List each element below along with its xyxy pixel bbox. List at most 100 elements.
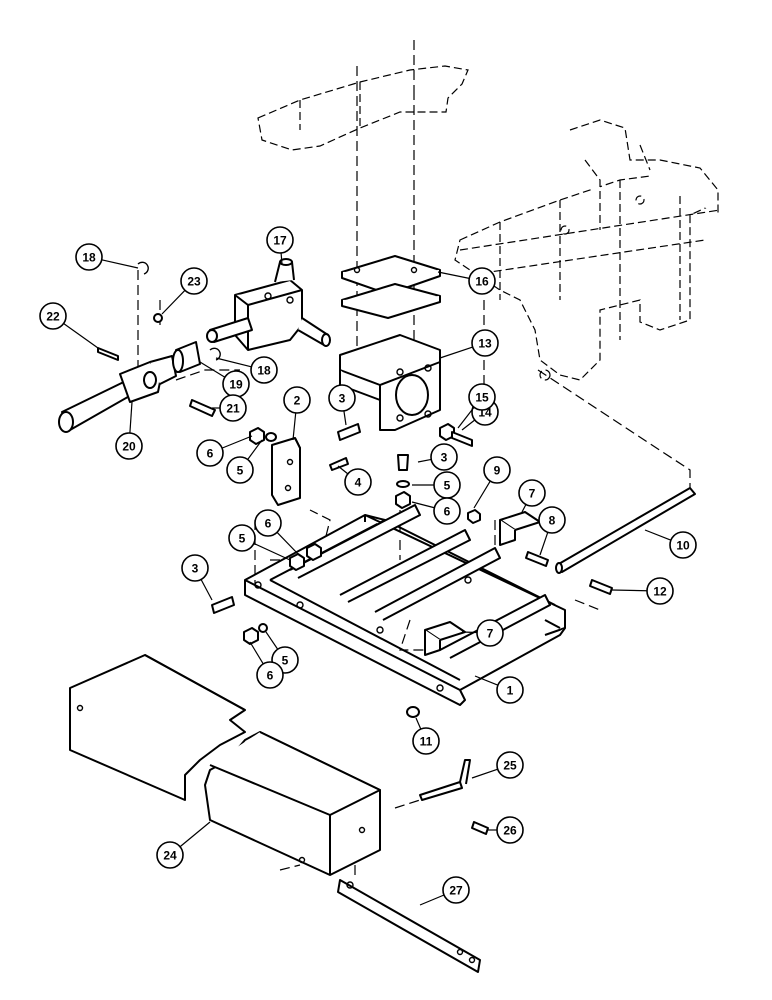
callout-number-c22: 22: [46, 310, 60, 324]
callout-number-c8: 8: [549, 514, 556, 528]
callout-circle-c6c: [254, 509, 282, 537]
callout-circle-c7b: [476, 619, 504, 647]
long-rod: [555, 487, 696, 574]
fastener-set-bracket: [249, 423, 481, 524]
callout-number-c27: 27: [449, 884, 463, 898]
fastener-set-frame: [211, 543, 420, 718]
rod-25: [419, 759, 471, 801]
callout-circle-c11: [412, 727, 440, 755]
callout-circle-c4: [344, 468, 372, 496]
callout-leader-c8: [539, 532, 549, 556]
mount-bracket: [339, 334, 441, 431]
callout-number-c4: 4: [355, 476, 362, 490]
plate-pair: [341, 255, 441, 319]
callout-circle-c1: [496, 676, 524, 704]
callout-circle-c9: [483, 456, 511, 484]
callout-leader-c4: [337, 465, 349, 475]
callout-number-c7b: 7: [487, 627, 494, 641]
callout-number-c17: 17: [273, 234, 287, 248]
callout-circle-c27: [442, 876, 470, 904]
callout-circle-c12: [646, 577, 674, 605]
callout-circle-c7a: [518, 479, 546, 507]
callout-circle-c5c: [228, 524, 256, 552]
callout-leader-c3c: [200, 579, 213, 601]
callout-number-c5b: 5: [444, 479, 451, 493]
callout-circle-c5a: [226, 456, 254, 484]
callout-leader-c24: [179, 821, 211, 848]
callout-leader-c9: [473, 480, 491, 509]
callout-circle-c26: [496, 816, 524, 844]
callout-circle-c23: [180, 267, 208, 295]
gearbox: [206, 258, 331, 351]
callout-circle-c18a: [75, 243, 103, 271]
callout-number-c5d: 5: [282, 654, 289, 668]
callout-leader-c6d: [249, 641, 264, 665]
callout-leader-c27: [419, 894, 445, 906]
callout-leader-c1: [474, 675, 499, 686]
callout-number-c3b: 3: [441, 451, 448, 465]
callout-circle-c6d: [256, 661, 284, 689]
callout-number-c5a: 5: [237, 464, 244, 478]
callout-leader-c19: [199, 361, 226, 378]
callout-number-c21: 21: [226, 402, 240, 416]
callout-number-c18b: 18: [257, 364, 271, 378]
main-frame: [244, 504, 566, 706]
callout-leader-c6c: [276, 531, 301, 557]
callout-number-c18a: 18: [82, 251, 96, 265]
callout-circle-c13: [471, 329, 499, 357]
callout-circle-c25: [496, 751, 524, 779]
callout-number-c5c: 5: [239, 532, 246, 546]
callout-circle-c3a: [328, 384, 356, 412]
callout-number-c6b: 6: [444, 505, 451, 519]
callout-circle-c18b: [250, 356, 278, 384]
callout-number-c16: 16: [475, 275, 489, 289]
callout-circle-c17: [266, 226, 294, 254]
callout-leader-c6a: [221, 435, 253, 449]
callout-number-c20: 20: [122, 440, 136, 454]
callout-leader-c5d: [265, 631, 279, 650]
callout-circle-c2: [283, 386, 311, 414]
callout-circle-c21: [219, 394, 247, 422]
callout-circle-c20: [115, 432, 143, 460]
callout-leader-c18b: [215, 357, 252, 368]
bolt-8: [525, 551, 549, 567]
callout-circle-c3c: [181, 554, 209, 582]
callout-number-c11: 11: [420, 735, 433, 749]
callout-number-c6d: 6: [267, 669, 274, 683]
callout-leader-c5c: [253, 542, 291, 561]
shaft-cover: [69, 654, 381, 876]
callout-number-c2: 2: [294, 394, 301, 408]
callout-circle-c6a: [196, 439, 224, 467]
callout-leader-c17: [280, 252, 283, 265]
pin-12: [589, 579, 613, 595]
callout-leader-c15: [457, 406, 475, 429]
coupler: [172, 341, 201, 373]
callout-circle-c24: [156, 841, 184, 869]
callout-leader-c7b: [461, 631, 478, 634]
callout-number-c25: 25: [503, 759, 517, 773]
callout-number-c6c: 6: [265, 517, 272, 531]
clip-brackets: [424, 511, 541, 656]
callout-number-c6a: 6: [207, 447, 214, 461]
callout-circle-c3b: [430, 443, 458, 471]
callout-number-c15: 15: [475, 391, 489, 405]
angle-bracket-left: [271, 437, 301, 506]
clip-26: [471, 821, 489, 835]
callout-number-c13: 13: [478, 337, 492, 351]
callout-circle-c16: [468, 267, 496, 295]
callout-number-c23: 23: [187, 275, 201, 289]
callout-leader-c7a: [521, 504, 527, 513]
callout-leader-c20: [129, 401, 133, 434]
callout-number-c3c: 3: [192, 562, 199, 576]
callout-circle-c15: [468, 383, 496, 411]
callout-number-c3a: 3: [339, 392, 346, 406]
callout-leader-c2: [292, 412, 297, 441]
callout-circle-c10: [669, 531, 697, 559]
callout-leader-c14: [461, 419, 476, 431]
small-fasteners-upper: [97, 261, 221, 417]
callout-number-c9: 9: [494, 464, 501, 478]
callout-circle-c6b: [433, 497, 461, 525]
callout-leader-c10: [644, 529, 672, 541]
